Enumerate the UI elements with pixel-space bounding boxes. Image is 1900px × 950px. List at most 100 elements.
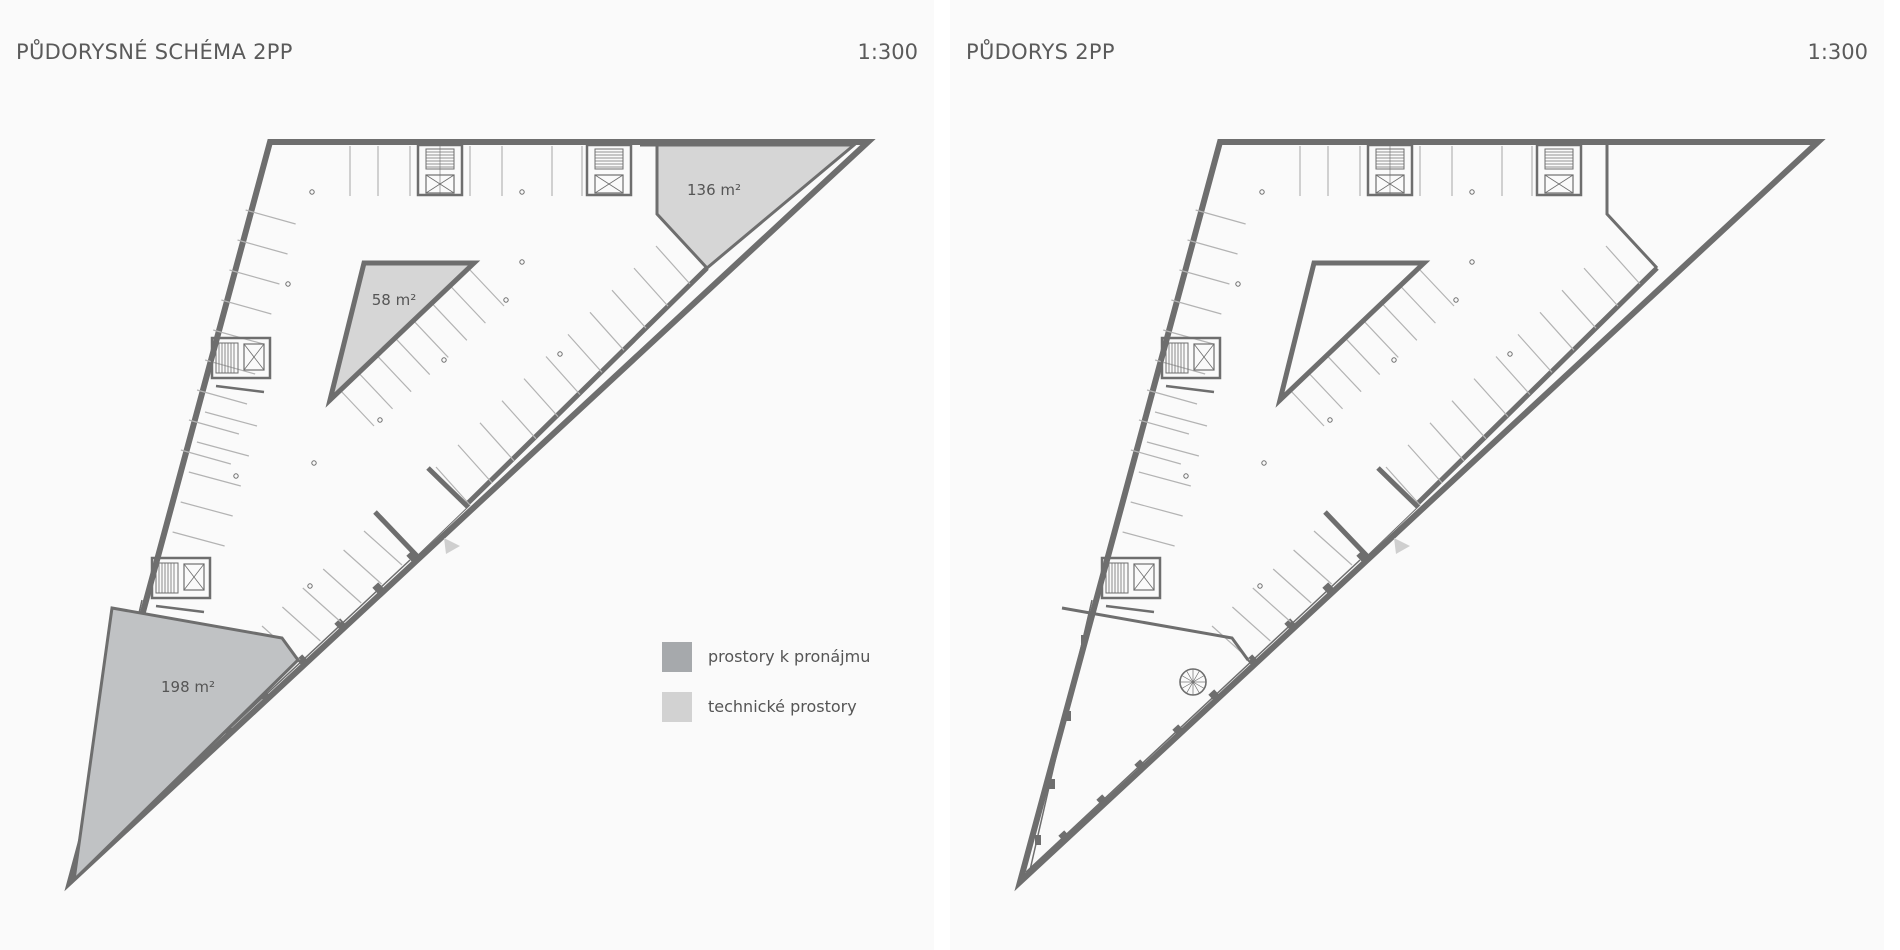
- facade-mullion: [1049, 779, 1055, 789]
- column: [309, 189, 315, 195]
- parking-stall-line: [302, 587, 342, 623]
- rental-room-wall: [1061, 606, 1250, 661]
- stair-flight: [1165, 342, 1189, 374]
- spiral-step: [1181, 681, 1194, 689]
- elevator-cross: [183, 563, 205, 591]
- parking-stall-line: [322, 568, 362, 604]
- parking-stall-line: [1605, 245, 1641, 285]
- parking-stall-line: [457, 444, 493, 484]
- elevator: [1133, 563, 1155, 591]
- parking-stall-line: [450, 286, 486, 324]
- spiral-step: [1186, 681, 1194, 694]
- parking-stall-line: [1583, 267, 1619, 307]
- parking-stall-line: [1473, 378, 1509, 418]
- legend: prostory k pronájmu technické prostory: [662, 642, 870, 722]
- stair-core: [1160, 336, 1222, 380]
- parking-stall-line: [1130, 501, 1183, 517]
- column: [1327, 417, 1333, 423]
- stair-core: [150, 556, 212, 600]
- entry-wall: [373, 510, 419, 558]
- technical-area-58: [325, 260, 481, 408]
- parking-stall-line: [1363, 321, 1399, 358]
- facade-mullion: [296, 654, 308, 666]
- inner-core-wall: [1275, 260, 1431, 408]
- outer-wall: [64, 139, 876, 892]
- legend-label-technical: technické prostory: [708, 697, 857, 716]
- parking-stall-line: [1179, 269, 1230, 285]
- parking-stall-line: [1187, 239, 1238, 255]
- column: [503, 297, 509, 303]
- parking-stall-line: [221, 299, 272, 315]
- parking-stall-line: [180, 449, 232, 465]
- facade-mullion: [1081, 635, 1087, 645]
- parking-stall-line: [196, 441, 250, 457]
- column: [311, 460, 317, 466]
- parking-stall-line: [1130, 449, 1182, 465]
- parking-stall-line: [1539, 311, 1575, 351]
- parking-stall-line: [1326, 355, 1362, 393]
- facade-mullion: [1322, 582, 1334, 594]
- parking-stall-line: [1146, 441, 1200, 457]
- parking-stall-line: [376, 355, 412, 393]
- column: [519, 189, 525, 195]
- parking-stall-line: [1293, 549, 1333, 585]
- elevator: [243, 343, 265, 371]
- parking-stall-line: [432, 303, 468, 341]
- spiral-step: [1192, 681, 1205, 689]
- parking-stall-line: [1407, 444, 1443, 484]
- parking-stall-line: [229, 269, 280, 285]
- parking-stall-line: [188, 419, 240, 435]
- elevator-cross: [1193, 343, 1215, 371]
- parking-stall-line: [204, 411, 258, 427]
- parking-stall-line: [1345, 338, 1381, 375]
- parking-stall-line: [339, 389, 375, 427]
- stair-flight: [425, 148, 455, 170]
- parking-stall-line: [395, 338, 431, 375]
- elevator-cross: [594, 174, 624, 194]
- parking-stall-line: [363, 530, 403, 566]
- stair-core: [210, 336, 272, 380]
- column: [1391, 357, 1397, 363]
- column: [1257, 583, 1263, 589]
- area-label-136: 136 m²: [687, 181, 741, 199]
- facade-mullion: [1134, 759, 1146, 771]
- spiral-step: [1186, 670, 1194, 683]
- stair-flight: [594, 148, 624, 170]
- parking-stall-line: [501, 400, 537, 440]
- elevator-cross: [1133, 563, 1155, 591]
- parking-stall-line: [1382, 303, 1418, 341]
- core-wall: [1165, 384, 1215, 394]
- schema-scale: 1:300: [857, 40, 918, 64]
- parking-inner-wall: [1376, 266, 1659, 509]
- facade-mullion: [1172, 724, 1184, 736]
- entry-arrow: [444, 538, 460, 554]
- core-wall: [215, 384, 265, 394]
- rental-area-198: [71, 606, 300, 885]
- facade-mullion: [1096, 794, 1108, 806]
- spiral-step: [1192, 681, 1200, 694]
- entry-arrow: [1394, 538, 1410, 554]
- column: [1261, 460, 1267, 466]
- parking-stall-line: [237, 239, 288, 255]
- column: [377, 417, 383, 423]
- plan-scale: 1:300: [1807, 40, 1868, 64]
- parking-stall-line: [343, 549, 383, 585]
- parking-stall-line: [1308, 372, 1344, 410]
- column: [519, 259, 525, 265]
- column: [285, 281, 291, 287]
- parking-stall-line: [281, 606, 321, 642]
- parking-stall-line: [1171, 299, 1222, 315]
- parking-stall-line: [1195, 209, 1246, 225]
- parking-stall-line: [435, 466, 471, 506]
- parking-stall-line: [1561, 289, 1597, 329]
- technical-room-wall: [1605, 145, 1659, 270]
- core-wall: [155, 604, 205, 614]
- stair-flight: [215, 342, 239, 374]
- stair-core: [1366, 143, 1414, 197]
- parking-stall-line: [611, 289, 647, 329]
- elevator-cross: [1375, 174, 1405, 194]
- parking-stall-line: [1495, 356, 1531, 395]
- parking-stall-line: [633, 267, 669, 307]
- elevator: [1193, 343, 1215, 371]
- entry-line: [1366, 504, 1421, 557]
